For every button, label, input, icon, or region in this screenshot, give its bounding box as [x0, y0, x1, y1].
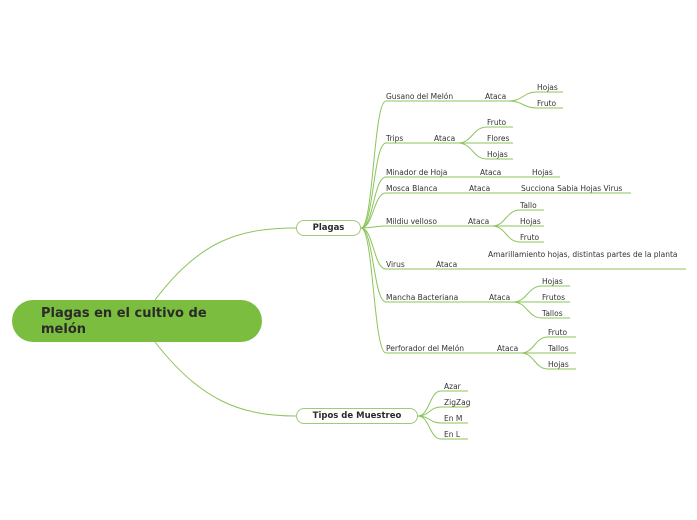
target-fruto[interactable]: Fruto [548, 328, 568, 337]
muestreo-en-m[interactable]: En M [444, 414, 463, 423]
relation-ataca[interactable]: Ataca [436, 260, 458, 269]
branch-plagas[interactable]: Plagas [296, 220, 361, 236]
connector-relation-target [457, 142, 488, 160]
target-fruto[interactable]: Fruto [520, 233, 540, 242]
connector-plagas-pest [360, 192, 387, 229]
pest-trips[interactable]: Trips [386, 134, 404, 143]
pest-virus[interactable]: Virus [386, 260, 405, 269]
target-fruto[interactable]: Fruto [537, 99, 557, 108]
relation-ataca[interactable]: Ataca [485, 92, 507, 101]
target-amarillamiento-hojas[interactable]: Amarillamiento hojas, distintas partes d… [488, 250, 678, 259]
connector-muestreo-child [417, 415, 442, 440]
connector-muestreo-child [417, 390, 442, 417]
connector-central-muestreo [154, 341, 297, 417]
connector-relation-target [512, 285, 543, 303]
relation-ataca[interactable]: Ataca [469, 184, 491, 193]
target-hojas[interactable]: Hojas [548, 360, 569, 369]
target-tallos[interactable]: Tallos [548, 344, 569, 353]
target-hojas[interactable]: Hojas [487, 150, 508, 159]
connector-central-plagas [154, 227, 297, 301]
central-topic[interactable]: Plagas en el cultivo de melón [12, 300, 262, 342]
pest-minador-de-hoja[interactable]: Minador de Hoja [386, 168, 448, 177]
connector-relation-target [508, 100, 538, 109]
relation-ataca[interactable]: Ataca [497, 344, 519, 353]
pest-mancha-bacteriana[interactable]: Mancha Bacteriana [386, 293, 459, 302]
relation-ataca[interactable]: Ataca [434, 134, 456, 143]
target-hojas[interactable]: Hojas [537, 83, 558, 92]
target-succiona-sabia-hojas-virus[interactable]: Succiona Sabia Hojas Virus [521, 184, 623, 193]
connector-relation-target [520, 352, 549, 370]
connector-plagas-pest [360, 227, 387, 303]
relation-ataca[interactable]: Ataca [480, 168, 502, 177]
connector-plagas-pest [360, 100, 387, 229]
connector-relation-target [491, 209, 521, 227]
relation-ataca[interactable]: Ataca [468, 217, 490, 226]
target-flores[interactable]: Flores [487, 134, 510, 143]
muestreo-zigzag[interactable]: ZigZag [444, 398, 471, 407]
target-frutos[interactable]: Frutos [542, 293, 566, 302]
muestreo-azar[interactable]: Azar [444, 382, 461, 391]
target-hojas[interactable]: Hojas [542, 277, 563, 286]
target-tallos[interactable]: Tallos [542, 309, 563, 318]
connector-plagas-pest [360, 225, 387, 229]
branch-tipos-de-muestreo[interactable]: Tipos de Muestreo [296, 408, 418, 424]
connector-relation-target [520, 336, 549, 354]
connector-relation-target [508, 91, 538, 102]
muestreo-en-l[interactable]: En L [444, 430, 461, 439]
pest-mildiu-velloso[interactable]: Mildiu velloso [386, 217, 437, 226]
connector-relation-target [457, 126, 488, 144]
pest-mosca-blanca[interactable]: Mosca Blanca [386, 184, 438, 193]
relation-ataca[interactable]: Ataca [489, 293, 511, 302]
connector-plagas-pest [360, 227, 387, 354]
pest-perforador-del-melon[interactable]: Perforador del Melón [386, 344, 465, 353]
target-hojas[interactable]: Hojas [532, 168, 553, 177]
target-fruto[interactable]: Fruto [487, 118, 507, 127]
connector-relation-target [491, 225, 521, 243]
connector-plagas-pest [360, 176, 387, 229]
pest-gusano-del-melon[interactable]: Gusano del Melón [386, 92, 454, 101]
connector-relation-target [512, 301, 543, 319]
target-tallo[interactable]: Tallo [520, 201, 537, 210]
target-hojas[interactable]: Hojas [520, 217, 541, 226]
connector-plagas-pest [360, 142, 387, 229]
